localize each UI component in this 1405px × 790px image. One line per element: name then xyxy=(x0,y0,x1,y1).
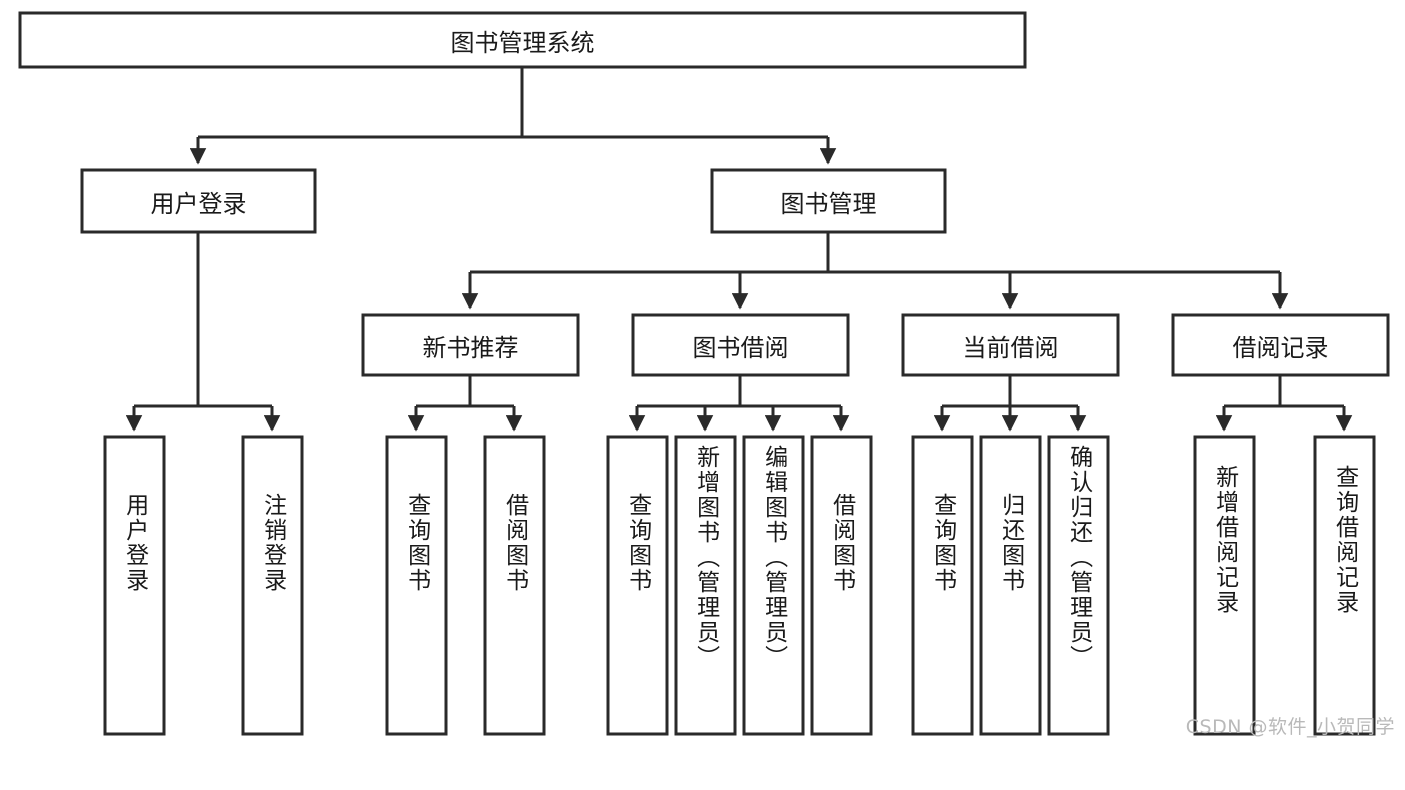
leaf-book-borrow-1[interactable] xyxy=(674,435,737,736)
node-book-borrow[interactable] xyxy=(631,313,850,377)
node-user-login[interactable] xyxy=(80,168,317,234)
node-root[interactable] xyxy=(18,11,1027,69)
connector-userlogin-to-leaves xyxy=(125,232,281,432)
node-book-management[interactable] xyxy=(710,168,947,234)
leaf-new-book-1[interactable] xyxy=(483,435,546,736)
leaf-current-borrow-1[interactable] xyxy=(979,435,1042,736)
connector-currentborrow-to-leaves xyxy=(933,375,1087,432)
leaf-new-book-0[interactable] xyxy=(385,435,448,736)
connector-newbook-to-leaves xyxy=(407,375,523,432)
diagram-canvas: 图书管理系统 用户登录 图书管理 新书推荐 图书借阅 当前借阅 借阅记录 用户登… xyxy=(18,11,1395,738)
node-current-borrow[interactable] xyxy=(901,313,1120,377)
leaf-borrow-record-0[interactable] xyxy=(1193,435,1256,736)
leaf-user-login-1[interactable] xyxy=(241,435,304,736)
connector-bookborrow-to-leaves xyxy=(628,375,850,432)
node-borrow-record[interactable] xyxy=(1171,313,1390,377)
connector-borrowrecord-to-leaves xyxy=(1215,375,1353,432)
leaf-book-borrow-3[interactable] xyxy=(810,435,873,736)
leaf-current-borrow-2[interactable] xyxy=(1047,435,1110,736)
leaf-current-borrow-0[interactable] xyxy=(911,435,974,736)
leaf-user-login-0[interactable] xyxy=(103,435,166,736)
connector-root-to-level2 xyxy=(189,67,837,165)
leaf-book-borrow-2[interactable] xyxy=(742,435,805,736)
tree-diagram-svg xyxy=(18,11,1390,736)
leaf-book-borrow-0[interactable] xyxy=(606,435,669,736)
leaf-borrow-record-1[interactable] xyxy=(1313,435,1376,736)
connector-bookmgmt-to-level3 xyxy=(461,232,1289,310)
node-new-book-recommend[interactable] xyxy=(361,313,580,377)
